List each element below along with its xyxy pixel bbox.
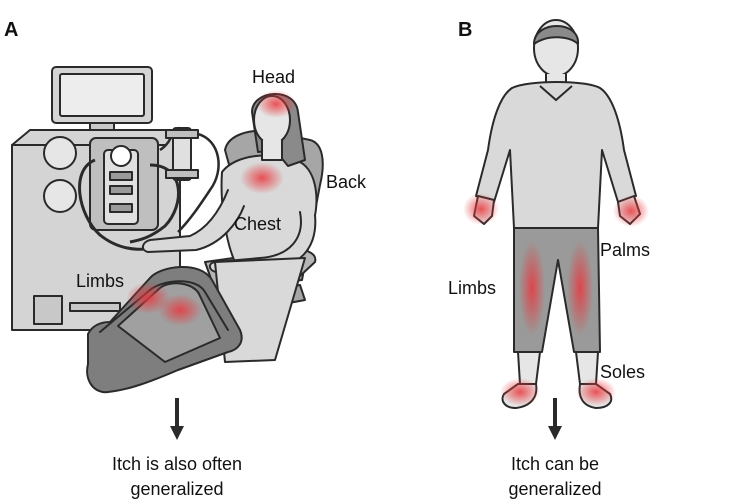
limb-itch-highlight-right bbox=[158, 294, 202, 326]
label-head: Head bbox=[252, 67, 295, 87]
limb-itch-highlight-left bbox=[519, 240, 545, 336]
down-arrow-icon bbox=[548, 398, 562, 440]
caption-b-line-2: generalized bbox=[508, 479, 601, 499]
label-limbs: Limbs bbox=[448, 278, 496, 298]
chest-itch-highlight bbox=[240, 162, 284, 194]
caption-a-line-2: generalized bbox=[130, 479, 223, 499]
panel-b: B Palms bbox=[448, 19, 650, 499]
caption-a-line-1: Itch is also often bbox=[112, 454, 242, 474]
panel-b-letter: B bbox=[458, 19, 472, 41]
hemodialysis-machine-icon bbox=[11, 66, 220, 331]
palm-itch-highlight-right bbox=[613, 195, 649, 227]
panel-a-letter: A bbox=[4, 19, 18, 41]
panel-a: A bbox=[4, 19, 367, 499]
down-arrow-icon bbox=[170, 398, 184, 440]
label-chest: Chest bbox=[234, 214, 281, 234]
limb-itch-highlight-right bbox=[567, 240, 593, 336]
label-back: Back bbox=[326, 172, 367, 192]
sole-itch-highlight-left bbox=[500, 378, 540, 406]
label-limbs: Limbs bbox=[76, 271, 124, 291]
caption-b-line-1: Itch can be bbox=[511, 454, 599, 474]
sole-itch-highlight-right bbox=[576, 378, 616, 406]
label-soles: Soles bbox=[600, 362, 645, 382]
palm-itch-highlight-left bbox=[463, 193, 499, 225]
label-palms: Palms bbox=[600, 240, 650, 260]
head-itch-highlight bbox=[256, 90, 296, 118]
